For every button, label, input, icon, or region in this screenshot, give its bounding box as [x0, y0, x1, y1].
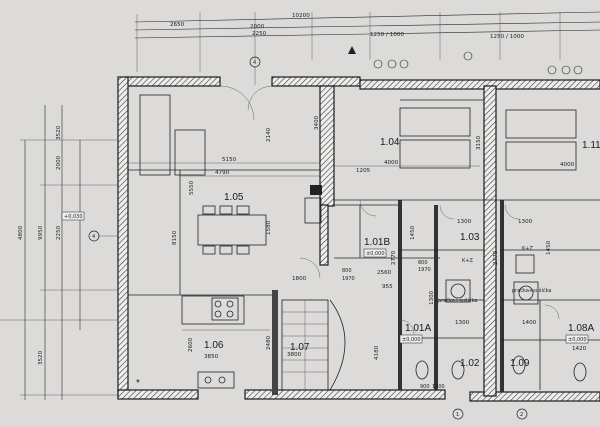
interior-dimensions: 5150 4790 4000 4000 3850 2560 1300 1300 …: [128, 115, 587, 390]
svg-text:1: 1: [456, 412, 459, 418]
svg-text:1580: 1580: [266, 220, 272, 235]
room-levels: ±0,000 ±0,000 ±0,000: [363, 248, 589, 344]
svg-text:1300: 1300: [455, 320, 470, 326]
svg-text:1800: 1800: [292, 276, 307, 282]
toilet-2: [512, 355, 526, 375]
svg-text:1970: 1970: [342, 276, 355, 282]
dim-total: 10200: [292, 13, 310, 19]
svg-text:2770: 2770: [391, 250, 397, 265]
dim-left-2000: 2000: [56, 155, 62, 170]
svg-text:3800: 3800: [287, 352, 302, 358]
svg-text:1800: 1800: [432, 384, 445, 390]
svg-text:3150: 3150: [476, 135, 482, 150]
svg-text:4180: 4180: [374, 345, 380, 360]
svg-text:4: 4: [253, 60, 256, 66]
axis-marker-2-bottom: 2: [516, 408, 528, 420]
svg-text:1450: 1450: [410, 225, 416, 240]
toilet-1: [451, 360, 465, 380]
svg-text:8150: 8150: [172, 230, 178, 245]
room-1-02: 1.02: [460, 358, 480, 369]
dim-left-2250: 2250: [56, 225, 62, 240]
kitchen-counter: [181, 295, 245, 325]
dim-left-9950: 9950: [38, 225, 44, 240]
svg-text:1420: 1420: [572, 346, 587, 352]
room-labels: 1.05 1.06 1.07 1.01B 1.01A 1.02 1.03 1.0…: [204, 137, 600, 369]
section-markers: [348, 46, 583, 75]
svg-text:1970: 1970: [418, 267, 431, 273]
level-1-08a: ±0,000: [568, 337, 587, 343]
svg-text:900: 900: [420, 384, 430, 390]
svg-text:800: 800: [418, 260, 428, 266]
svg-text:1205: 1205: [356, 168, 371, 174]
svg-text:955: 955: [382, 284, 393, 290]
room-1-01a: 1.01A: [405, 323, 431, 334]
room-1-01b: 1.01B: [364, 237, 390, 248]
svg-text:2770: 2770: [493, 250, 499, 265]
room-1-07: 1.07: [290, 342, 310, 353]
dim-left-3520-bottom: 3520: [38, 350, 44, 365]
exterior-walls: [117, 76, 600, 402]
left-dimension-chain: 3520 2000 4800 9950 2250 3520 +0,030: [0, 105, 125, 400]
svg-text:3400: 3400: [314, 115, 320, 130]
dining-table: [197, 214, 267, 246]
svg-text:4790: 4790: [215, 170, 230, 176]
fixture-labels: K+Z K+Z pračka+sušička pračka+sušička *: [136, 246, 552, 389]
svg-text:1450: 1450: [546, 240, 552, 255]
svg-text:4: 4: [92, 234, 95, 240]
level-1-01b: ±0,000: [366, 251, 385, 257]
dim-e: 1250 / 1000: [490, 34, 524, 40]
staircase: [281, 299, 346, 391]
washer-label-1: pračka+sušička: [438, 297, 478, 304]
room-1-03: 1.03: [460, 232, 480, 243]
kz-label-1: K+Z: [462, 258, 473, 264]
asterisk-mark: *: [136, 378, 140, 389]
svg-text:2: 2: [520, 412, 523, 418]
washer-label-2: pračka+sušička: [512, 287, 552, 294]
svg-text:800: 800: [342, 268, 352, 274]
room-1-04: 1.04: [380, 137, 400, 148]
svg-text:2480: 2480: [266, 335, 272, 350]
svg-text:4000: 4000: [560, 162, 575, 168]
room-1-11: 1.11: [582, 140, 600, 151]
dim-a: 2650: [170, 22, 185, 28]
dim-d: 1250 / 1000: [370, 32, 404, 38]
svg-text:1300: 1300: [457, 219, 472, 225]
level-mark: +0,030: [64, 214, 83, 220]
room-1-09: 1.09: [510, 358, 530, 369]
interior-partitions: [128, 99, 600, 395]
room-1-08a: 1.08A: [568, 323, 594, 334]
axis-marker-1-bottom: 1: [452, 408, 464, 420]
dim-c: 2250: [252, 31, 267, 37]
svg-text:3850: 3850: [204, 354, 219, 360]
fixtures: [139, 85, 587, 391]
dim-b: 2000: [250, 24, 265, 30]
cooktop: [211, 297, 239, 321]
svg-text:2600: 2600: [188, 337, 194, 352]
sink: [197, 371, 235, 389]
svg-text:2140: 2140: [266, 127, 272, 142]
svg-text:1300: 1300: [518, 219, 533, 225]
svg-text:1300: 1300: [429, 290, 435, 305]
kz-label-2: K+Z: [522, 246, 533, 252]
svg-text:1400: 1400: [522, 320, 537, 326]
toilet-3: [573, 362, 587, 382]
level-1-01a: ±0,000: [402, 337, 421, 343]
room-1-06: 1.06: [204, 340, 224, 351]
svg-text:2560: 2560: [377, 270, 392, 276]
svg-text:4000: 4000: [384, 160, 399, 166]
svg-text:5150: 5150: [222, 157, 237, 163]
dim-left-3520-top: 3520: [56, 125, 62, 140]
svg-text:5550: 5550: [189, 180, 195, 195]
room-1-05: 1.05: [224, 192, 244, 203]
top-dimension-chain: 10200 2650 2000 2250 1250 / 1000 1250 / …: [134, 11, 600, 72]
dim-left-4800: 4800: [18, 225, 24, 240]
axis-marker-4-top: 4: [249, 56, 261, 85]
